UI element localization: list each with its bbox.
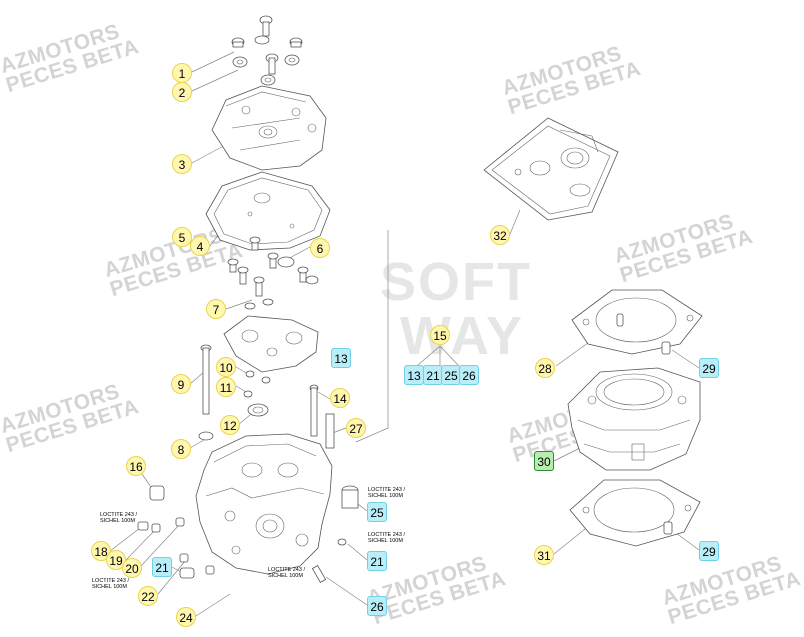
callout-32[interactable]: 32 <box>490 225 510 245</box>
callout-15[interactable]: 15 <box>430 325 450 345</box>
valve-cover-gasket <box>205 171 331 251</box>
callout-28[interactable]: 28 <box>535 358 555 378</box>
loctite-note: LOCTITE 243 / SICHEL 100M <box>100 512 137 524</box>
valve-cover <box>211 85 327 171</box>
cylinder-base-gasket <box>569 479 701 547</box>
callout-13[interactable]: 13 <box>331 348 351 368</box>
callout-12[interactable]: 12 <box>220 415 240 435</box>
callout-8[interactable]: 8 <box>171 439 191 459</box>
valve-cover-fasteners <box>231 15 303 86</box>
callout-11[interactable]: 11 <box>216 377 236 397</box>
loctite-note: LOCTITE 243 / SICHEL 100M <box>368 487 405 499</box>
gasket-kit <box>483 117 619 221</box>
callout-25[interactable]: 25 <box>367 502 387 522</box>
callout-29[interactable]: 29 <box>699 358 719 378</box>
long-studs <box>198 344 335 449</box>
callout-26[interactable]: 26 <box>459 365 479 385</box>
callout-25[interactable]: 25 <box>441 365 461 385</box>
callout-2[interactable]: 2 <box>172 82 192 102</box>
callout-6[interactable]: 6 <box>310 238 330 258</box>
callout-1[interactable]: 1 <box>172 63 192 83</box>
valve-seals <box>243 370 271 417</box>
callout-27[interactable]: 27 <box>346 418 366 438</box>
callout-16[interactable]: 16 <box>126 456 146 476</box>
cam-bolts <box>227 236 319 310</box>
callout-5[interactable]: 5 <box>172 227 192 247</box>
callout-3[interactable]: 3 <box>172 154 192 174</box>
callout-21[interactable]: 21 <box>152 557 172 577</box>
callout-21[interactable]: 21 <box>423 365 443 385</box>
callout-10[interactable]: 10 <box>216 357 236 377</box>
cylinder-head-gasket <box>571 289 703 355</box>
loctite-note: LOCTITE 243 / SICHEL 100M <box>368 532 405 544</box>
callout-9[interactable]: 9 <box>171 374 191 394</box>
camshaft-holder <box>223 315 319 373</box>
callout-14[interactable]: 14 <box>330 388 350 408</box>
loctite-note: LOCTITE 243 / SICHEL 100M <box>92 578 129 590</box>
callout-26[interactable]: 26 <box>367 596 387 616</box>
callout-22[interactable]: 22 <box>138 586 158 606</box>
head-fasteners <box>137 485 359 583</box>
callout-4[interactable]: 4 <box>190 236 210 256</box>
callout-30[interactable]: 30 <box>534 451 554 471</box>
callout-29[interactable]: 29 <box>699 541 719 561</box>
callout-7[interactable]: 7 <box>206 299 226 319</box>
callout-13[interactable]: 13 <box>404 365 424 385</box>
cylinder-head <box>195 433 333 575</box>
callout-31[interactable]: 31 <box>534 545 554 565</box>
cylinder <box>567 367 701 471</box>
callout-24[interactable]: 24 <box>176 607 196 627</box>
callout-21[interactable]: 21 <box>367 551 387 571</box>
loctite-note: LOCTITE 243 / SICHEL 100M <box>268 567 305 579</box>
callout-20[interactable]: 20 <box>122 558 142 578</box>
